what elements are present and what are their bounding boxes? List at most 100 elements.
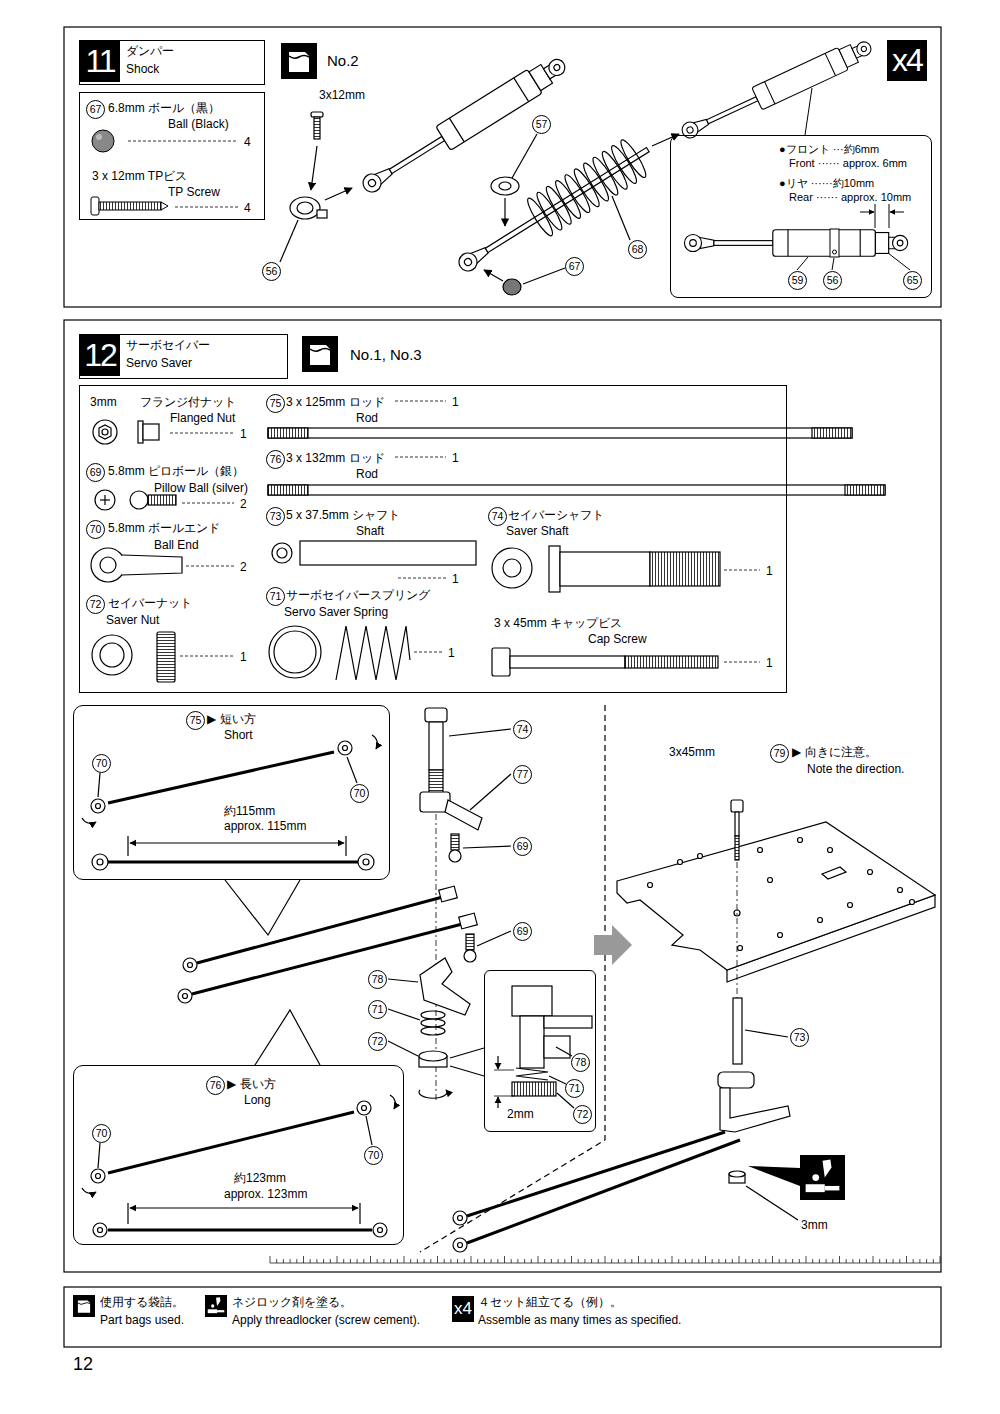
callout-number: 70 <box>86 520 105 539</box>
part-label: Rod <box>356 467 378 481</box>
callout-number: 72 <box>573 1105 592 1124</box>
ruler-tick <box>383 1259 384 1263</box>
ruler-tick <box>899 1259 900 1263</box>
part-label: Rod <box>356 411 378 425</box>
ruler-tick <box>631 1259 632 1263</box>
note-text: ●フロント ···約6mm <box>779 143 879 156</box>
ruler-tick <box>759 1259 760 1263</box>
ruler-tick <box>598 1259 599 1263</box>
ruler-tick <box>732 1259 733 1263</box>
ruler-tick <box>678 1259 679 1263</box>
ruler-tick <box>450 1259 451 1263</box>
ruler-tick <box>564 1259 565 1263</box>
ruler-tick <box>316 1259 317 1263</box>
ruler-tick <box>464 1259 465 1263</box>
part-label: Servo Saver <box>126 356 192 370</box>
ruler-tick <box>718 1259 719 1263</box>
part-label: セイバーナット <box>108 596 192 610</box>
ruler-tick <box>303 1256 304 1263</box>
ruler-tick <box>799 1259 800 1263</box>
ruler-tick <box>819 1259 820 1263</box>
ruler-tick <box>404 1256 405 1263</box>
ruler-tick <box>484 1259 485 1263</box>
bag-label: No.1, No.3 <box>349 346 423 364</box>
part-label: Ball End <box>154 538 199 552</box>
ruler-tick <box>913 1259 914 1263</box>
part-label: 3mm <box>90 395 117 409</box>
callout-number: 70 <box>364 1146 383 1165</box>
ruler-tick <box>705 1256 706 1263</box>
part-label: Note the direction. <box>806 762 905 776</box>
ruler-tick <box>779 1259 780 1263</box>
callout-number: 67 <box>565 257 584 276</box>
callout-number: 72 <box>86 595 105 614</box>
callout-number: 76 <box>266 450 285 469</box>
ruler-tick <box>692 1259 693 1263</box>
ruler-tick <box>765 1259 766 1263</box>
part-label: 1 <box>766 656 773 670</box>
callout-number: 78 <box>571 1053 590 1072</box>
ruler-tick <box>330 1259 331 1263</box>
part-label: 3x12mm <box>318 88 366 102</box>
ruler-tick <box>551 1259 552 1263</box>
ruler-tick <box>323 1259 324 1263</box>
ruler-tick <box>605 1256 606 1263</box>
ruler-tick <box>698 1259 699 1263</box>
part-label: 3 x 125mm ロッド <box>286 395 385 409</box>
ruler-tick <box>511 1259 512 1263</box>
ruler-tick <box>437 1256 438 1263</box>
callout-number: 65 <box>903 271 922 290</box>
ruler-tick <box>906 1256 907 1263</box>
ruler-tick <box>544 1259 545 1263</box>
part-label: 1 <box>240 650 247 664</box>
callout-number: 67 <box>86 100 105 119</box>
part-label: 1 <box>766 564 773 578</box>
part-label: サーボセイバー <box>126 338 210 352</box>
ruler-tick <box>517 1259 518 1263</box>
part-label: Part bags used. <box>100 1313 184 1327</box>
part-label: 1 <box>452 395 459 409</box>
part-label: 4 <box>244 201 251 215</box>
ruler-tick <box>785 1259 786 1263</box>
part-label: Servo Saver Spring <box>284 605 388 619</box>
part-label: Shaft <box>356 524 384 538</box>
part-label: Assemble as many times as specified. <box>478 1313 681 1327</box>
ruler-tick <box>410 1259 411 1263</box>
part-label: 4 <box>244 135 251 149</box>
part-label: 1 <box>240 427 247 441</box>
ruler-tick <box>873 1256 874 1263</box>
callout-number: 68 <box>628 240 647 259</box>
part-label: 1 <box>452 572 459 586</box>
part-label: Apply threadlocker (screw cement). <box>232 1313 420 1327</box>
part-label: TP Screw <box>168 185 220 199</box>
part-label: ダンパー <box>126 44 174 58</box>
ruler-tick <box>424 1259 425 1263</box>
ruler-tick <box>792 1259 793 1263</box>
part-label: 使用する袋詰。 <box>100 1295 184 1309</box>
ruler-tick <box>310 1259 311 1263</box>
callout-number: 74 <box>513 720 532 739</box>
ruler-tick <box>370 1256 371 1263</box>
part-label: 3x45mm <box>668 745 716 759</box>
ruler-tick <box>806 1256 807 1263</box>
callout-number: 69 <box>513 837 532 856</box>
callout-number: 70 <box>92 1124 111 1143</box>
part-label: Long <box>244 1093 271 1107</box>
step-number: x4 <box>887 40 927 81</box>
ruler-tick <box>477 1259 478 1263</box>
callout-number: 77 <box>513 765 532 784</box>
ruler-tick <box>852 1259 853 1263</box>
part-label: ４セット組立てる（例）。 <box>478 1295 622 1309</box>
callout-number: 75 <box>186 711 205 730</box>
part-label: Shock <box>126 62 159 76</box>
callout-number: 71 <box>368 1000 387 1019</box>
part-label: 1 <box>452 451 459 465</box>
part-label: ▶ 長い方 <box>227 1077 276 1091</box>
callout-box: ●フロント ···約6mmFront ······ approx. 6mm●リヤ… <box>670 135 932 298</box>
ruler-tick <box>497 1259 498 1263</box>
step-header: 12サーボセイバーServo Saver <box>79 334 288 379</box>
ruler-tick <box>538 1256 539 1263</box>
part-label: 5.8mm ボールエンド <box>108 521 220 535</box>
